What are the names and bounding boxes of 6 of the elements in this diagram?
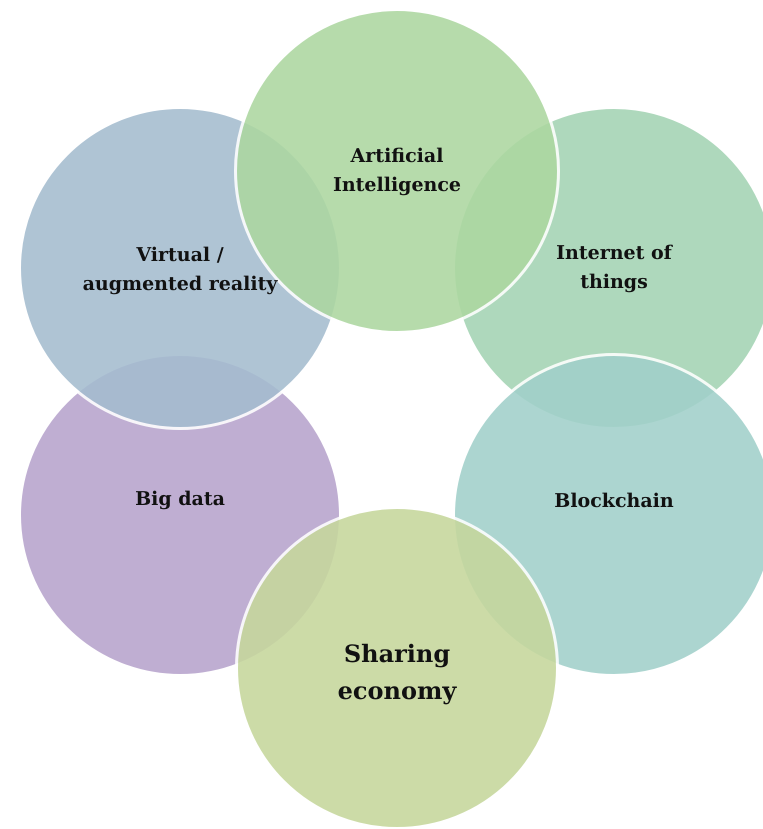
circle-label: Blockchain — [553, 488, 675, 514]
circle-label: Internet of things — [555, 240, 674, 295]
circle-label: Artificial Intelligence — [332, 144, 462, 198]
circle-label: Big data — [134, 486, 226, 512]
circle-label: Sharing economy — [336, 638, 458, 708]
circle-label: Virtual / augmented reality — [82, 242, 279, 297]
